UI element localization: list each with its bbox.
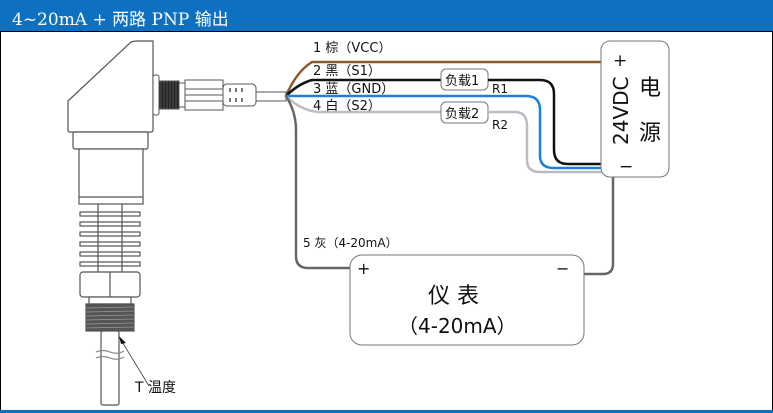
connector: [152, 74, 287, 116]
psu-voltage: 24VDC: [609, 77, 633, 146]
cooling-fins: [79, 204, 141, 272]
bottom-border: [0, 410, 773, 413]
sensor-collar: [72, 131, 149, 150]
wire-blue: [284, 94, 606, 170]
meter-plus: +: [357, 259, 370, 278]
diagram-title: 4~20mA + 两路 PNP 输出: [12, 10, 229, 30]
probe: [100, 330, 120, 406]
load-1: 负载1 R1: [440, 68, 508, 96]
probe-label: T 温度: [134, 380, 176, 396]
psu-minus: −: [619, 157, 633, 177]
wires: [284, 60, 615, 276]
sensor-neck: [78, 148, 144, 205]
wire-return: [582, 174, 615, 276]
load-2: 负载2 R2: [440, 101, 508, 132]
load-2-ref: R2: [492, 118, 508, 132]
wire-label-1: 1 棕（VCC）: [313, 41, 391, 56]
wire-label-3: 3 蓝（GND）: [313, 82, 394, 97]
power-supply: + − 24VDC 电 源: [600, 40, 670, 178]
meter-name: 仪 表: [428, 284, 479, 309]
psu-plus: +: [613, 51, 627, 71]
title-bar: 4~20mA + 两路 PNP 输出: [0, 0, 773, 32]
probe-pointer: [119, 336, 150, 387]
load-2-label: 负载2: [445, 107, 479, 122]
psu-name-1: 电: [639, 76, 661, 101]
load-1-label: 负载1: [445, 74, 479, 89]
sensor: [67, 40, 154, 406]
meter-minus: −: [556, 259, 569, 278]
wire-label-4: 4 白（S2）: [313, 98, 381, 114]
sensor-head: [67, 40, 154, 133]
wire-label-5: 5 灰（4-20mA）: [303, 236, 398, 250]
meter: + − 仪 表 （4-20mA）: [349, 254, 585, 346]
wire-gray: [284, 94, 352, 270]
load-1-ref: R1: [492, 82, 508, 96]
meter-range: （4-20mA）: [398, 314, 517, 338]
wire-brown: [284, 60, 602, 98]
psu-name-2: 源: [639, 121, 661, 146]
wire-label-2: 2 黑（S1）: [313, 64, 381, 79]
wire-black: [284, 78, 606, 166]
